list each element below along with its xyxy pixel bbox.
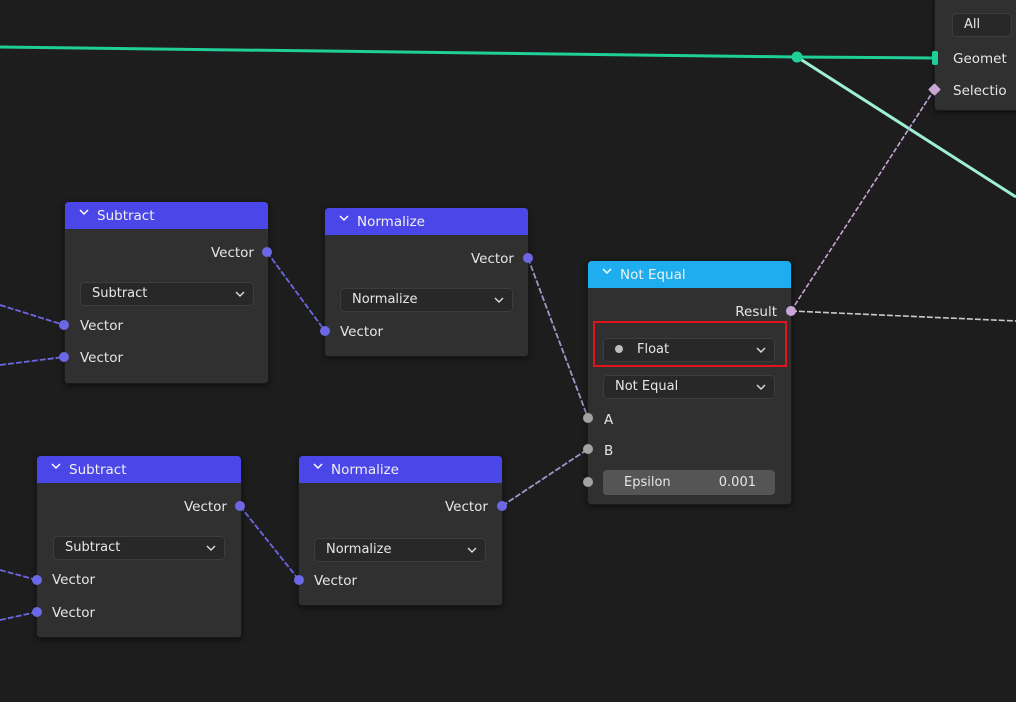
input-label: Vector	[52, 605, 96, 621]
output-label: Vector	[183, 499, 227, 515]
not-equal-node[interactable]: Not Equal Result Float Not Equal A B Eps…	[587, 260, 792, 505]
wire-in-3	[0, 569, 38, 581]
output-label: Vector	[444, 499, 488, 515]
epsilon-label: Epsilon	[624, 475, 671, 490]
output-label: Vector	[470, 251, 514, 267]
chevron-down-icon[interactable]	[51, 463, 61, 472]
output-label: Result	[735, 304, 777, 320]
input-label: Vector	[340, 324, 384, 340]
dropdown-arrow-icon	[756, 347, 766, 353]
reroute-dot[interactable]	[791, 51, 803, 63]
selection-input-label: Selectio	[953, 83, 1007, 99]
input-label: Vector	[52, 572, 96, 588]
input-socket[interactable]	[59, 352, 69, 362]
wire-norm-b	[501, 448, 589, 507]
operation-value: Subtract	[92, 286, 148, 301]
chevron-down-icon[interactable]	[602, 268, 612, 277]
node-title: Normalize	[331, 461, 399, 478]
chevron-down-icon[interactable]	[339, 215, 349, 224]
output-socket[interactable]	[523, 253, 533, 263]
mode-dropdown[interactable]: Not Equal	[603, 375, 775, 399]
geometry-wire-out	[796, 55, 1016, 199]
operation-value: Normalize	[326, 542, 392, 557]
node-header[interactable]: Subtract	[65, 202, 268, 229]
mode-value: Not Equal	[615, 379, 679, 394]
output-socket[interactable]	[235, 501, 245, 511]
result-out-wire	[790, 310, 1016, 322]
node-header[interactable]: Normalize	[299, 456, 502, 483]
input-socket[interactable]	[32, 607, 42, 617]
operation-value: Subtract	[65, 540, 121, 555]
input-socket[interactable]	[59, 320, 69, 330]
input-a-label: A	[604, 412, 614, 428]
subtract-node-top[interactable]: Subtract Vector Subtract Vector Vector	[64, 201, 269, 384]
wire-in-4	[0, 611, 38, 621]
geometry-input-label: Geomet	[953, 51, 1007, 67]
input-socket[interactable]	[294, 575, 304, 585]
dropdown-arrow-icon	[467, 547, 477, 553]
geometry-input-socket[interactable]	[932, 51, 938, 65]
chevron-down-icon[interactable]	[313, 463, 323, 472]
float-socket-icon	[615, 345, 623, 353]
data-type-dropdown[interactable]: Float	[603, 338, 775, 362]
output-socket[interactable]	[497, 501, 507, 511]
operation-value: Normalize	[352, 292, 418, 307]
input-socket[interactable]	[320, 326, 330, 336]
data-type-value: Float	[637, 342, 670, 357]
domain-value: All	[964, 17, 981, 32]
input-b-label: B	[604, 443, 614, 459]
domain-dropdown[interactable]: All	[952, 13, 1012, 37]
operation-dropdown[interactable]: Subtract	[80, 282, 254, 306]
output-socket[interactable]	[262, 247, 272, 257]
dropdown-arrow-icon	[206, 545, 216, 551]
output-label: Vector	[210, 245, 254, 261]
epsilon-socket[interactable]	[583, 477, 593, 487]
operation-dropdown[interactable]: Normalize	[314, 538, 486, 562]
input-label: Vector	[80, 318, 124, 334]
input-label: Vector	[314, 573, 358, 589]
epsilon-value: 0.001	[718, 475, 756, 490]
node-title: Subtract	[69, 461, 127, 478]
wire-in-2	[0, 356, 65, 366]
normalize-node-bottom[interactable]: Normalize Vector Normalize Vector	[298, 455, 503, 606]
node-title: Not Equal	[620, 266, 686, 283]
set-node[interactable]: All Geomet Selectio	[934, 0, 1016, 111]
dropdown-arrow-icon	[494, 297, 504, 303]
node-header[interactable]: Normalize	[325, 208, 528, 235]
result-selection-wire	[790, 89, 935, 312]
node-title: Subtract	[97, 207, 155, 224]
input-b-socket[interactable]	[583, 444, 593, 454]
wire-sub-norm-top	[266, 251, 326, 332]
node-title: Normalize	[357, 213, 425, 230]
wire-in-1	[0, 304, 65, 326]
input-socket[interactable]	[32, 575, 42, 585]
result-output-socket[interactable]	[786, 306, 796, 316]
chevron-down-icon[interactable]	[79, 209, 89, 218]
highlight-box	[593, 321, 787, 367]
normalize-node-top[interactable]: Normalize Vector Normalize Vector	[324, 207, 529, 357]
subtract-node-bottom[interactable]: Subtract Vector Subtract Vector Vector	[36, 455, 242, 638]
node-header[interactable]: Subtract	[37, 456, 241, 483]
operation-dropdown[interactable]: Subtract	[53, 536, 225, 560]
dropdown-arrow-icon	[756, 384, 766, 390]
geometry-wire-in	[0, 45, 798, 59]
epsilon-field[interactable]: Epsilon 0.001	[603, 470, 775, 495]
input-a-socket[interactable]	[583, 413, 593, 423]
wire-norm-a	[527, 257, 589, 419]
input-label: Vector	[80, 350, 124, 366]
geometry-wire-to-set	[796, 55, 934, 60]
node-header[interactable]: Not Equal	[588, 261, 791, 288]
wire-sub-norm-bottom	[239, 505, 300, 581]
operation-dropdown[interactable]: Normalize	[340, 288, 513, 312]
dropdown-arrow-icon	[235, 291, 245, 297]
